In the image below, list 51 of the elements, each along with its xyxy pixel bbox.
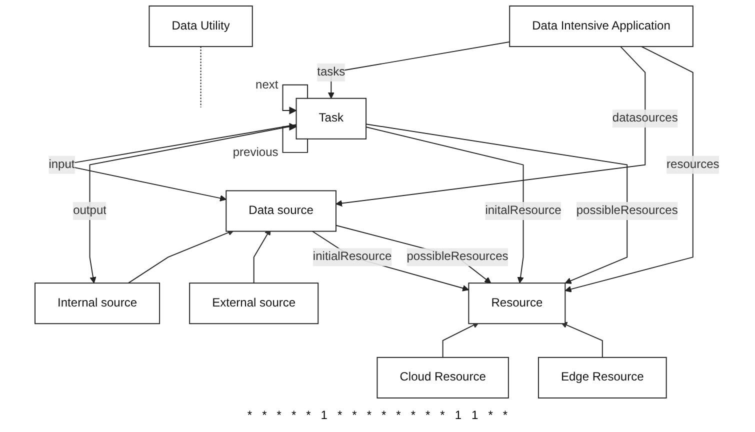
multiplicity-label: * [440, 408, 445, 422]
node-box: External source [189, 282, 319, 324]
multiplicity-label: * [262, 408, 267, 422]
edge-label: output [73, 204, 107, 218]
multiplicity-label: * [366, 408, 372, 422]
multiplicity-label: 1 [472, 408, 478, 422]
multiplicity-label: * [247, 408, 252, 422]
multiplicity-label: * [276, 408, 282, 422]
edge-label: next [256, 78, 279, 92]
edge-label: datasources [612, 112, 678, 125]
edge-label: possibleResources [576, 204, 678, 218]
self-loop-arrow [282, 122, 308, 153]
arrow [312, 230, 470, 292]
node-box: Task [296, 98, 367, 140]
multiplicity-label: * [488, 408, 493, 422]
arrow [561, 322, 604, 358]
edge-label: initialResource [313, 250, 392, 264]
multiplicity-label: * [306, 408, 311, 422]
node-box: Data Intensive Application [509, 6, 694, 48]
multiplicity-label: * [381, 408, 386, 422]
arrow [90, 124, 298, 284]
edge-label: possibleResources [407, 250, 509, 264]
multiplicity-label: * [337, 408, 342, 422]
self-loop-arrow [282, 84, 308, 114]
multiplicity-label: * [410, 408, 416, 422]
arrow [336, 46, 646, 207]
connector [200, 46, 202, 108]
edge-label: tasks [317, 66, 346, 78]
multiplicity-label: * [352, 408, 357, 422]
arrow [366, 124, 628, 284]
node-box: Resource [468, 282, 566, 324]
edge-label: previous [233, 145, 279, 160]
edge-label: initalResource [486, 204, 562, 218]
multiplicity-label: * [426, 408, 430, 422]
multiplicity-label: * [291, 408, 296, 422]
edge-label: resources [666, 158, 720, 171]
multiplicity-label: 1 [320, 408, 328, 422]
arrow [366, 126, 524, 284]
arrow [328, 41, 510, 99]
multiplicity-label: * [502, 408, 508, 422]
arrow [128, 229, 235, 284]
node-box: Data source [226, 190, 337, 232]
multiplicity-label: * [396, 408, 401, 422]
multiplicity-label: 1 [454, 408, 462, 422]
arrow [442, 322, 480, 358]
node-box: Cloud Resource [377, 356, 510, 398]
edge-label: input [49, 158, 76, 171]
node-box: Internal source [34, 282, 160, 324]
node-box: Data Utility [149, 6, 254, 48]
node-box: Edge Resource [538, 356, 668, 398]
arrow [565, 46, 694, 292]
